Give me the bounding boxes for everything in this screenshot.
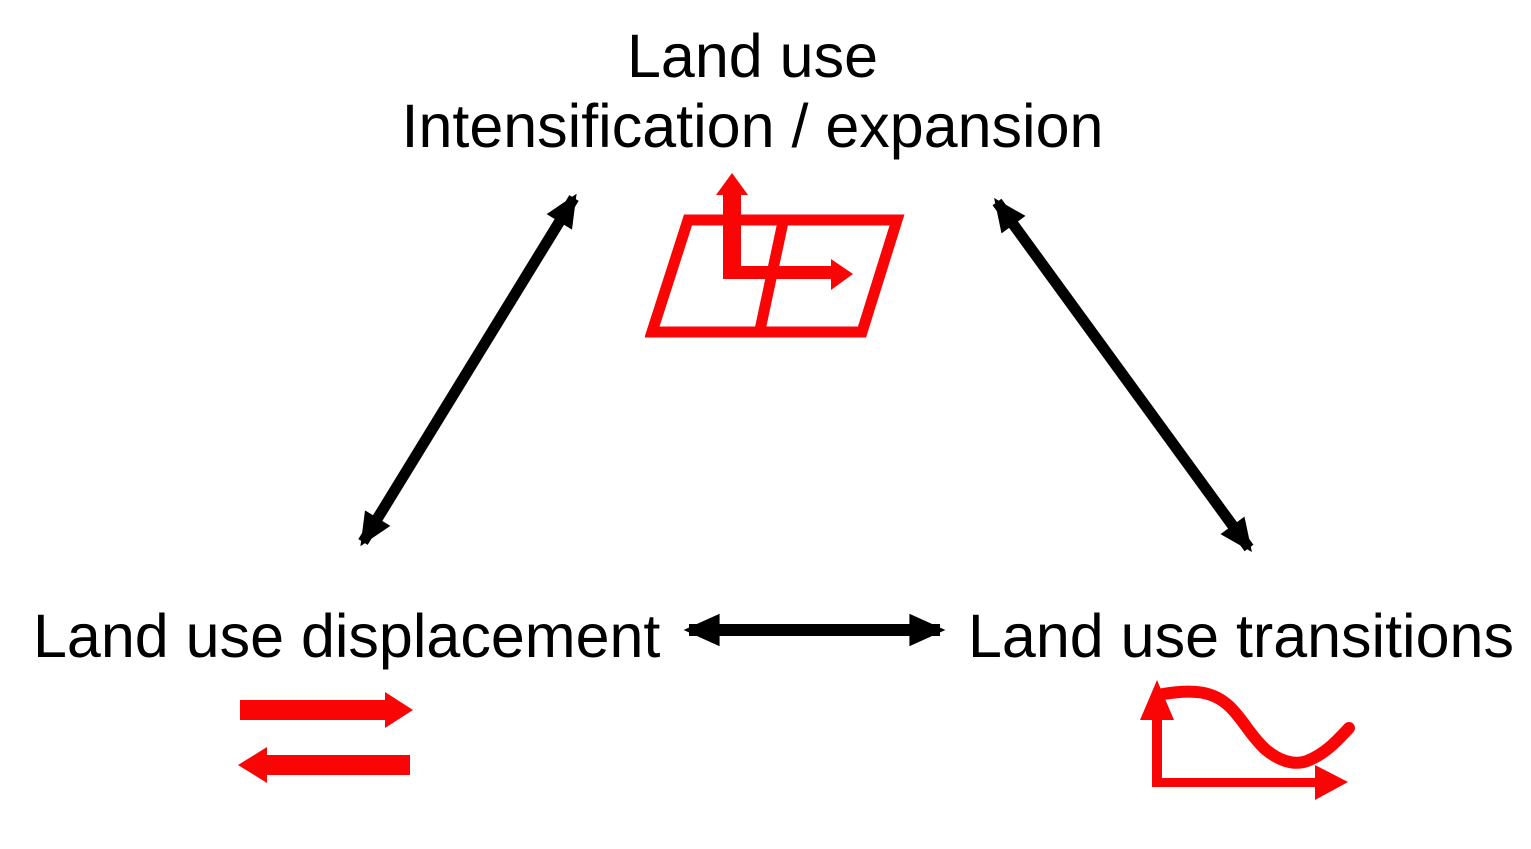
node-intensification-label-line2: Intensification / expansion bbox=[401, 92, 1104, 160]
edge-displacement-intensification-arrow bbox=[358, 193, 579, 547]
node-displacement-label: Land use displacement bbox=[33, 602, 661, 670]
transition-curve-icon bbox=[1140, 680, 1355, 800]
edge-intensification-transitions-arrow bbox=[992, 197, 1254, 553]
node-intensification-label-line1: Land use bbox=[627, 22, 878, 90]
expansion-grid-icon bbox=[645, 173, 905, 338]
displacement-arrows-icon bbox=[238, 692, 413, 783]
node-intensification-label: Land use Intensification / expansion bbox=[0, 21, 1518, 161]
edge-displacement-transitions-arrow bbox=[683, 613, 946, 647]
node-transitions-label: Land use transitions bbox=[968, 602, 1514, 670]
